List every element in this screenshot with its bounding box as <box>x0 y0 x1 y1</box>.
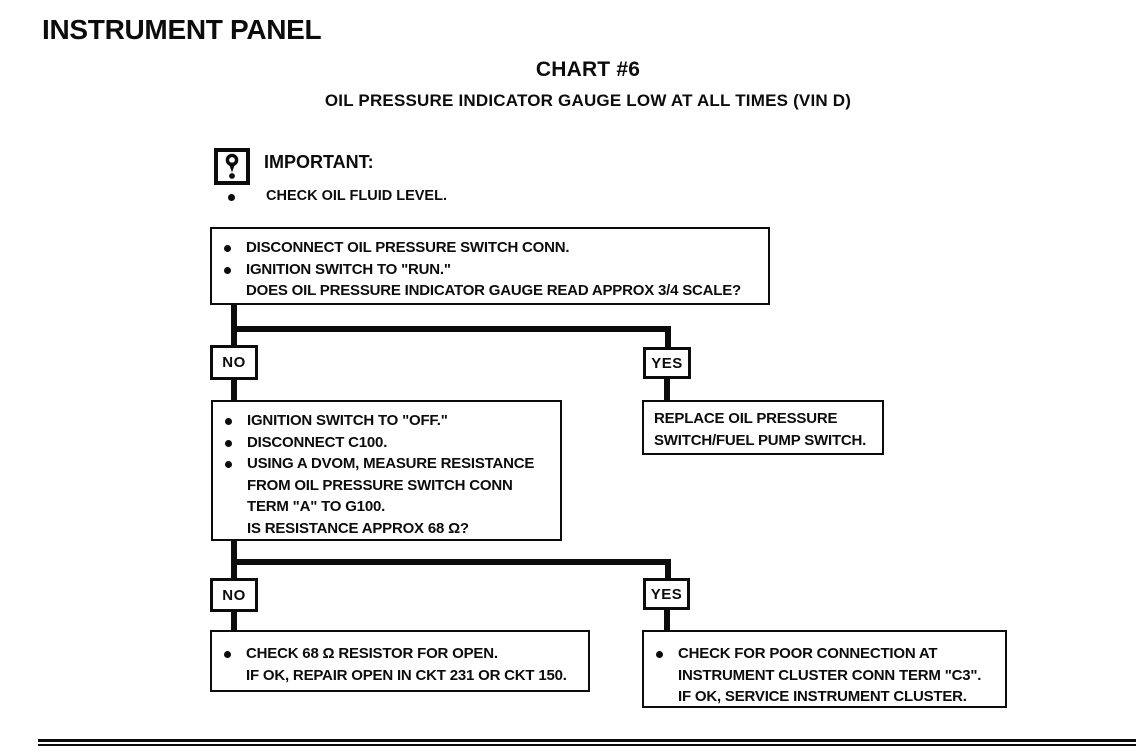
replace-line: SWITCH/FUEL PUMP SWITCH. <box>654 431 867 449</box>
step1-line: DISCONNECT OIL PRESSURE SWITCH CONN. <box>212 237 760 259</box>
wire-branch1-to-yes1 <box>665 332 671 348</box>
check-connection-line: INSTRUMENT CLUSTER CONN TERM "C3". <box>678 666 982 684</box>
wire-yes1-to-replace <box>664 379 670 401</box>
bottom-rule-top <box>38 739 1136 742</box>
step2-line: IGNITION SWITCH TO "OFF." <box>213 410 552 432</box>
page-title: INSTRUMENT PANEL <box>42 14 322 45</box>
wire-yes2-to-connection-box <box>664 610 670 631</box>
step2-line: FROM OIL PRESSURE SWITCH CONN <box>247 476 513 494</box>
branch1-yes-tag: YES <box>643 347 691 379</box>
step2-line: TERM "A" TO G100. <box>247 498 386 515</box>
chart-subtitle: OIL PRESSURE INDICATOR GAUGE LOW AT ALL … <box>324 91 852 110</box>
branch2-yes-tag: YES <box>643 578 690 610</box>
important-note: CHECK OIL FLUID LEVEL. <box>266 188 447 204</box>
step2-line: DISCONNECT C100. <box>213 432 552 454</box>
step2-box: IGNITION SWITCH TO "OFF." DISCONNECT C10… <box>211 400 562 541</box>
bullet-icon <box>228 194 235 201</box>
branch2-yes-label: YES <box>650 585 683 603</box>
important-label: IMPORTANT: <box>264 152 374 172</box>
wire-step1-to-no1 <box>231 305 237 346</box>
check-connection-box: CHECK FOR POOR CONNECTION AT INSTRUMENT … <box>642 630 1007 708</box>
check-resistor-line: CHECK 68 Ω RESISTOR FOR OPEN. <box>212 643 580 665</box>
wire-branch2-horizontal <box>231 559 671 565</box>
check-connection-line: IF OK, SERVICE INSTRUMENT CLUSTER. <box>678 688 967 705</box>
wire-no2-to-resistor-box <box>231 612 237 631</box>
step1-box: DISCONNECT OIL PRESSURE SWITCH CONN. IGN… <box>210 227 770 305</box>
bottom-rule-bottom <box>38 744 1136 746</box>
check-connection-line: CHECK FOR POOR CONNECTION AT <box>644 643 997 665</box>
wire-branch1-horizontal <box>231 326 671 332</box>
branch1-no-label: NO <box>222 354 246 371</box>
branch1-no-tag: NO <box>210 345 258 380</box>
branch2-no-label: NO <box>222 586 246 604</box>
check-resistor-box: CHECK 68 Ω RESISTOR FOR OPEN. IF OK, REP… <box>210 630 590 692</box>
branch2-no-tag: NO <box>210 578 258 612</box>
exclamation-icon <box>214 148 250 185</box>
step2-line: USING A DVOM, MEASURE RESISTANCE <box>213 453 552 475</box>
step2-question: IS RESISTANCE APPROX 68 Ω? <box>247 519 469 537</box>
step1-line: IGNITION SWITCH TO "RUN." <box>212 259 760 281</box>
replace-switch-box: REPLACE OIL PRESSURE SWITCH/FUEL PUMP SW… <box>642 400 884 455</box>
check-resistor-line: IF OK, REPAIR OPEN IN CKT 231 OR CKT 150… <box>246 666 567 684</box>
chart-title-block: CHART #6 OIL PRESSURE INDICATOR GAUGE LO… <box>40 58 1136 111</box>
step1-question: DOES OIL PRESSURE INDICATOR GAUGE READ A… <box>246 282 741 299</box>
wire-branch2-to-yes2 <box>665 565 671 578</box>
wire-no1-to-step2 <box>231 380 237 401</box>
chart-title: CHART #6 <box>535 58 641 81</box>
replace-line: REPLACE OIL PRESSURE <box>654 410 838 427</box>
branch1-yes-label: YES <box>651 354 683 372</box>
